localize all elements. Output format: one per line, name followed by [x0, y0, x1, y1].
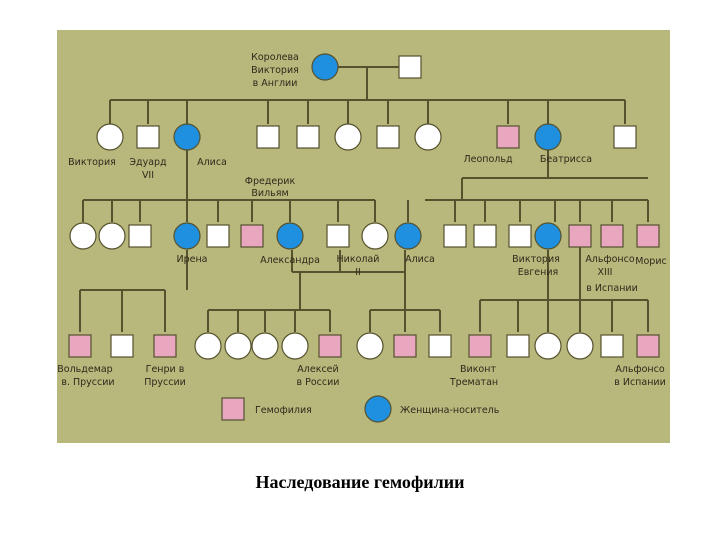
male-symbol [110, 334, 134, 358]
hemophilia-male-symbol [600, 224, 624, 248]
carrier-female-symbol [534, 123, 562, 151]
female-symbol [414, 123, 442, 151]
female-symbol [334, 123, 362, 151]
person-label: в Испании [614, 377, 666, 388]
person-label: Алексей [297, 364, 338, 375]
male-symbol [506, 334, 530, 358]
female-symbol [251, 332, 279, 360]
male-symbol [398, 55, 422, 79]
carrier-female-symbol [394, 222, 422, 250]
person-label: Виктория [251, 65, 299, 76]
female-symbol [356, 332, 384, 360]
person-label: в. Пруссии [61, 377, 114, 388]
person-label: Виктория [68, 157, 116, 168]
male-symbol [443, 224, 467, 248]
person-label: Беатрисса [540, 154, 592, 165]
hemophilia-male-symbol [636, 334, 660, 358]
legend-carrier-swatch [364, 395, 392, 423]
person-label: Трематан [449, 377, 498, 388]
female-symbol [98, 222, 126, 250]
caption: Наследование гемофилии [255, 472, 465, 492]
person-label: в Испании [586, 283, 638, 294]
hemophilia-male-symbol [636, 224, 660, 248]
person-label: XIII [598, 267, 613, 278]
hemophilia-male-symbol [468, 334, 492, 358]
legend-hemophilia-label: Гемофилия [255, 405, 312, 416]
person-label: Александра [260, 255, 320, 266]
person-label: Альфонсо [585, 254, 635, 265]
female-symbol [69, 222, 97, 250]
person-label: Леопольд [463, 154, 512, 165]
male-symbol [256, 125, 280, 149]
person-label: Николай [337, 254, 380, 265]
female-symbol [194, 332, 222, 360]
person-label: VII [142, 170, 154, 181]
carrier-female-symbol [173, 123, 201, 151]
person-label: Алиса [405, 254, 435, 265]
carrier-female-symbol [311, 53, 339, 81]
male-symbol [600, 334, 624, 358]
legend-hemophilia-swatch [221, 397, 245, 421]
female-symbol [224, 332, 252, 360]
person-label: Альфонсо [615, 364, 665, 375]
person-label: Эдуард [129, 157, 167, 168]
person-label: в России [297, 377, 340, 388]
person-label: Вильям [251, 188, 288, 199]
female-symbol [281, 332, 309, 360]
female-symbol [361, 222, 389, 250]
person-label: Виктория [512, 254, 560, 265]
male-symbol [376, 125, 400, 149]
male-symbol [508, 224, 532, 248]
person-label: Королева [251, 52, 299, 63]
hemophilia-male-symbol [153, 334, 177, 358]
person-label: Вольдемар [57, 364, 112, 375]
person-label: в Англии [253, 78, 298, 89]
person-label: Виконт [460, 364, 496, 375]
person-label: Фредерик [245, 176, 296, 187]
person-label: Пруссии [144, 377, 186, 388]
hemophilia-male-symbol [68, 334, 92, 358]
hemophilia-male-symbol [568, 224, 592, 248]
hemophilia-male-symbol [240, 224, 264, 248]
person-label: Ирена [176, 254, 207, 265]
carrier-female-symbol [276, 222, 304, 250]
person-label: Алиса [197, 157, 227, 168]
person-label: Евгения [518, 267, 559, 278]
male-symbol [473, 224, 497, 248]
person-label: Генри в [146, 364, 185, 375]
female-symbol [566, 332, 594, 360]
female-symbol [96, 123, 124, 151]
male-symbol [428, 334, 452, 358]
person-label: II [355, 267, 361, 278]
carrier-female-symbol [534, 222, 562, 250]
male-symbol [613, 125, 637, 149]
male-symbol [136, 125, 160, 149]
person-label: Морис [635, 256, 666, 267]
female-symbol [534, 332, 562, 360]
hemophilia-male-symbol [496, 125, 520, 149]
male-symbol [296, 125, 320, 149]
male-symbol [326, 224, 350, 248]
carrier-female-symbol [173, 222, 201, 250]
male-symbol [128, 224, 152, 248]
hemophilia-male-symbol [318, 334, 342, 358]
hemophilia-male-symbol [393, 334, 417, 358]
male-symbol [206, 224, 230, 248]
legend-carrier-label: Женщина-носитель [400, 405, 500, 416]
